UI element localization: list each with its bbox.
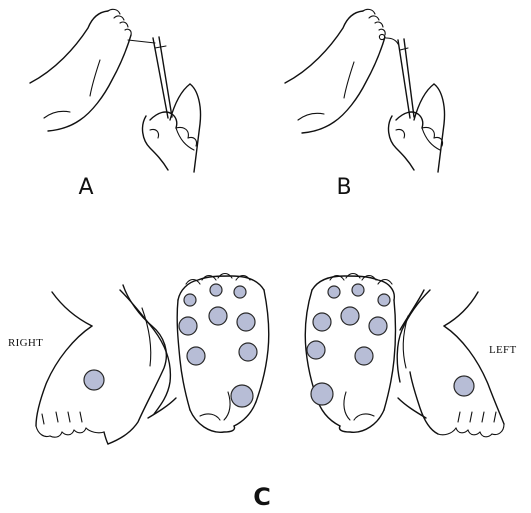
spot-left-midfoot-medial — [355, 347, 373, 365]
panel-a: A — [30, 9, 201, 200]
spot-right-midfoot-medial — [187, 347, 205, 365]
spot-left-met-1 — [369, 317, 387, 335]
spot-right-toe-1 — [184, 294, 196, 306]
panel-b-hand — [389, 84, 445, 172]
spot-left-toe-1 — [378, 294, 390, 306]
spot-right-met-1 — [179, 317, 197, 335]
panel-a-hand — [143, 84, 201, 172]
right-foot-label: RIGHT — [8, 337, 43, 349]
spot-left-midfoot-lateral — [307, 341, 325, 359]
panel-a-monofilament — [128, 37, 172, 118]
right-foot-plantar — [120, 274, 269, 433]
panel-c-letter: C — [253, 483, 271, 511]
spot-left-met-5 — [313, 313, 331, 331]
spot-left-toe-5 — [328, 286, 340, 298]
left-foot-dorsal — [400, 290, 504, 437]
spot-left-dorsum — [454, 376, 474, 396]
panel-b-letter: B — [336, 175, 351, 200]
panel-b: B — [285, 9, 445, 200]
spot-left-toe-3 — [352, 284, 364, 296]
spot-right-toe-3 — [210, 284, 222, 296]
spot-right-midfoot-lateral — [239, 343, 257, 361]
spot-right-met-3 — [209, 307, 227, 325]
spot-right-dorsum — [84, 370, 104, 390]
panel-b-monofilament — [386, 38, 414, 118]
spot-right-met-5 — [237, 313, 255, 331]
left-foot-label: LEFT — [489, 344, 516, 356]
panel-c: RIGHT LEFT — [8, 274, 516, 512]
panel-a-foot — [30, 9, 131, 131]
right-foot-dorsal — [36, 285, 166, 444]
left-foot-plantar — [305, 274, 430, 433]
spot-left-heel — [311, 383, 333, 405]
panel-b-foot — [285, 9, 385, 133]
spot-right-heel — [231, 385, 253, 407]
spot-right-toe-5 — [234, 286, 246, 298]
spot-left-met-3 — [341, 307, 359, 325]
panel-a-letter: A — [78, 175, 93, 200]
